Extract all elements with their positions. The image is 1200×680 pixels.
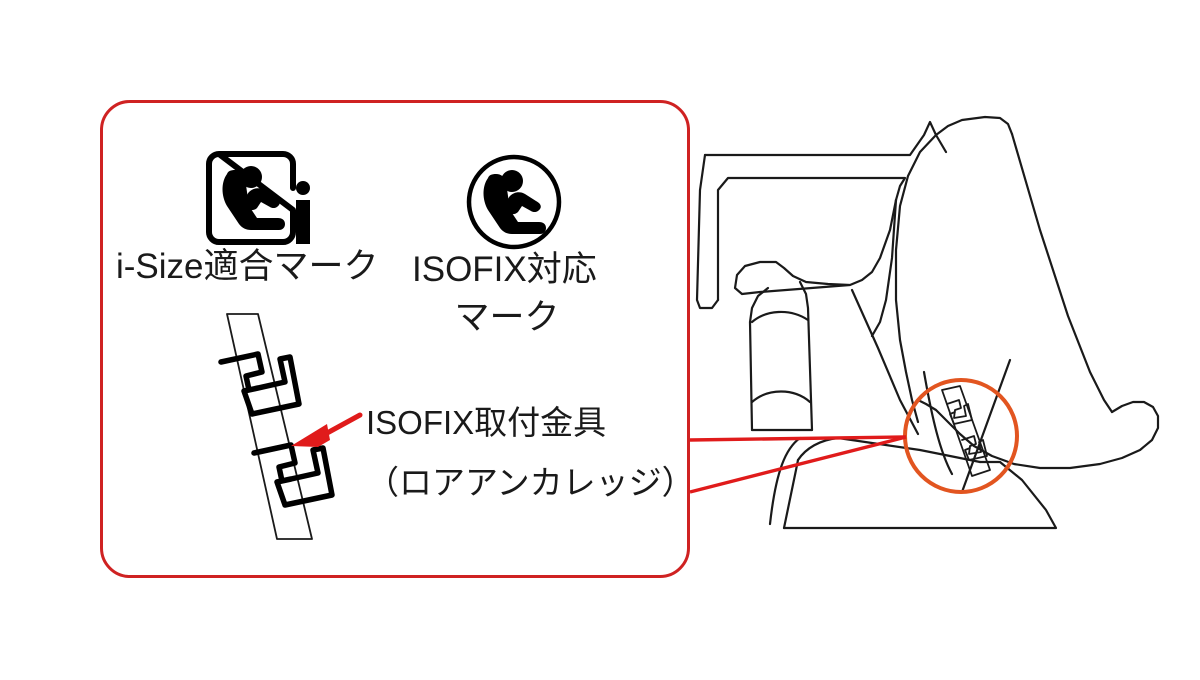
arrow-pointer-icon [291,412,363,447]
bracket-plate [226,313,313,540]
isize-child-seat-icon [206,151,310,245]
label-isofix-bracket: ISOFIX取付金具 [366,404,607,441]
bracket-hook-lower [251,442,335,508]
bracket-hook-upper [218,351,302,417]
isofix-child-seat-icon [466,154,562,250]
label-isofix-mark: ISOFIX対応 マーク [412,246,622,342]
callout-panel [100,100,690,578]
label-isofix-mark-line2: マーク [454,298,560,337]
leader-line-top [689,435,907,442]
leader-line-bottom [689,435,907,494]
car-door-panel-icon [695,120,948,338]
label-lower-anchorage: （ロアアンカレッジ） [366,464,695,501]
car-seat-backrest-icon [894,115,1160,470]
label-isofix-mark-line1: ISOFIX対応 [412,250,597,289]
seatbelt-pillar-icon [748,280,814,432]
isofix-anchor-bracket-icon [941,385,991,477]
label-isize-mark: i-Size適合マーク [116,247,379,286]
